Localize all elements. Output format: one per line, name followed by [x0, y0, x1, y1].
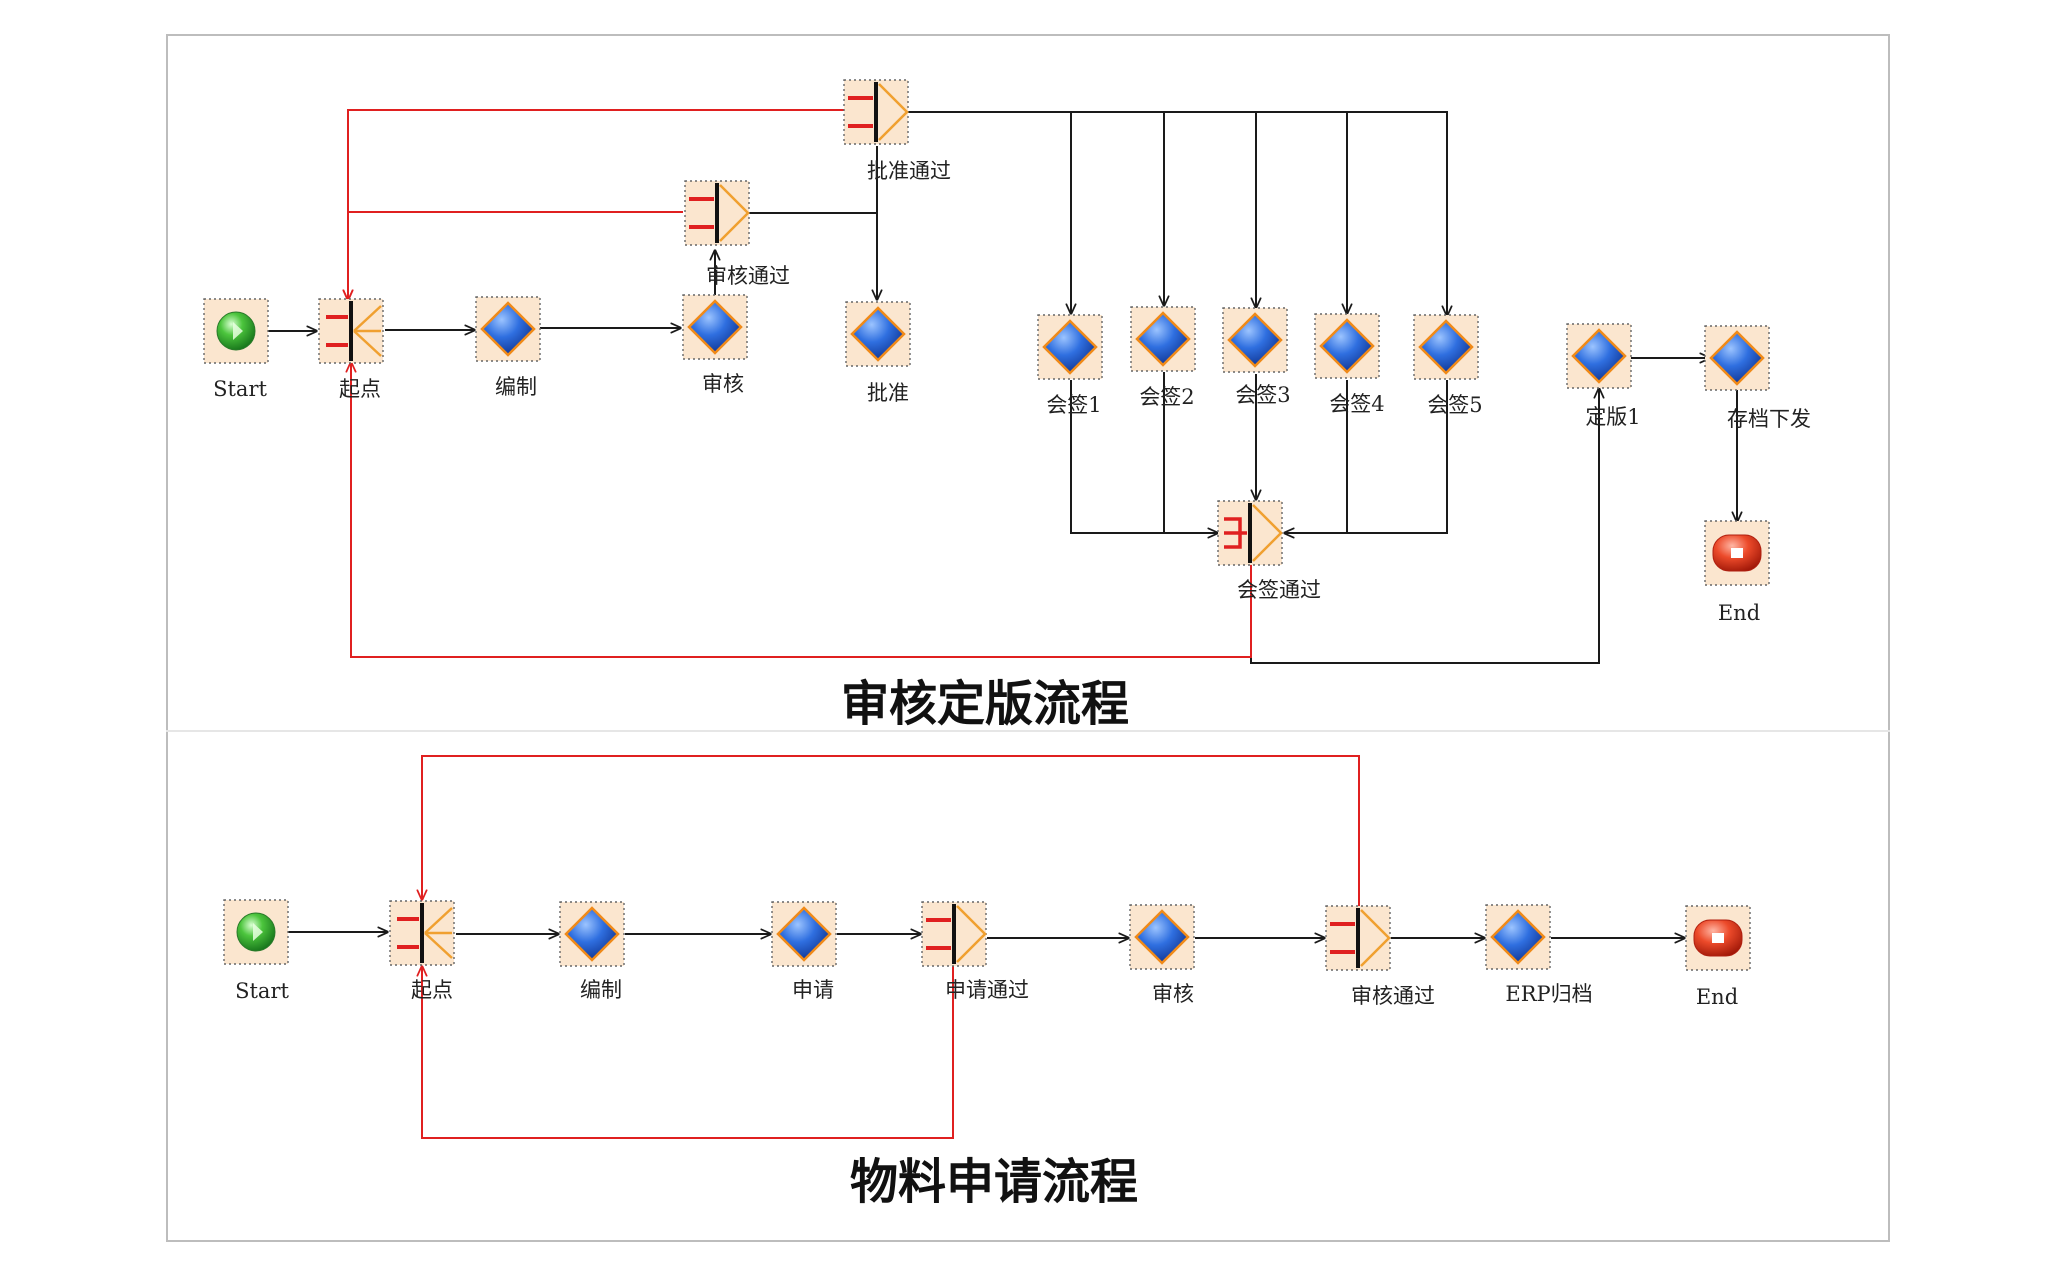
task-node-shenhe-2[interactable]: 审核 — [1129, 904, 1195, 1006]
task-node-cdxf[interactable]: 存档下发 — [1704, 325, 1811, 431]
start-node[interactable]: Start — [203, 298, 269, 401]
diagram-title-review-finalize: 审核定版流程 — [841, 676, 1129, 732]
task-node-hq2[interactable]: 会签2 — [1130, 306, 1196, 409]
end2-label: End — [1696, 985, 1738, 1009]
frame-right-border — [1888, 34, 1890, 1242]
shenqing2-label: 申请 — [792, 978, 834, 1002]
diagram-material-request: Start 起点 编制 申请 — [223, 755, 1751, 1210]
sqtg2-label: 申请通过 — [945, 978, 1029, 1002]
start-label: Start — [213, 377, 267, 401]
return-hqtg-origin — [351, 362, 1252, 658]
task-node-shenhe[interactable]: 审核 — [682, 294, 748, 396]
edge-hq5-hqtg — [1286, 380, 1448, 534]
task-node-bianzhi[interactable]: 编制 — [475, 296, 541, 399]
end-node-2[interactable]: End — [1685, 905, 1751, 1009]
diagram-title-material-request: 物料申请流程 — [850, 1154, 1138, 1210]
pztg-label: 批准通过 — [867, 159, 951, 183]
origin2-label: 起点 — [411, 978, 453, 1002]
return-connectors-1 — [348, 109, 1252, 658]
pizhun-label: 批准 — [867, 381, 909, 405]
diagram-review-finalize: Start 起点 编制 审核 — [203, 79, 1811, 732]
return-connectors-2 — [422, 755, 1360, 1139]
task-node-dingban[interactable]: 定版1 — [1566, 323, 1641, 429]
flow-connectors-1 — [266, 111, 1737, 664]
task-node-hq3[interactable]: 会签3 — [1222, 307, 1291, 407]
split-node-sqtg-2[interactable]: 申请通过 — [921, 901, 1029, 1002]
split-node-pztg[interactable]: 批准通过 — [843, 79, 951, 183]
frame-left-border — [166, 34, 168, 1242]
task-node-hq4[interactable]: 会签4 — [1314, 313, 1385, 416]
erp2-label: ERP归档 — [1505, 982, 1592, 1006]
return2-shtg-origin — [422, 755, 1360, 910]
merge-node-hqtg[interactable]: 会签通过 — [1217, 500, 1321, 602]
section-divider — [166, 730, 1890, 732]
frame-bottom-border — [166, 1240, 1890, 1242]
shenhe-label: 审核 — [702, 372, 744, 396]
task-node-erp-2[interactable]: ERP归档 — [1485, 904, 1593, 1006]
task-node-hq5[interactable]: 会签5 — [1413, 314, 1483, 417]
dingban-label: 定版1 — [1585, 405, 1640, 429]
origin-join-node[interactable]: 起点 — [318, 298, 384, 401]
return-shtg-origin — [348, 211, 683, 300]
task-node-shenqing-2[interactable]: 申请 — [771, 901, 837, 1002]
edge-pztg-bus — [906, 111, 1448, 314]
start-node-2[interactable]: Start — [223, 899, 289, 1003]
end-label: End — [1718, 601, 1760, 625]
frame-top-border — [166, 34, 1890, 36]
cdxf-label: 存档下发 — [1727, 407, 1811, 431]
hq5-label: 会签5 — [1427, 393, 1482, 417]
task-node-bianzhi-2[interactable]: 编制 — [559, 901, 625, 1002]
origin-join-node-2[interactable]: 起点 — [389, 900, 455, 1002]
task-node-hq1[interactable]: 会签1 — [1037, 314, 1103, 417]
shtg2-label: 审核通过 — [1351, 984, 1435, 1008]
edge-hq2-hqtg — [1163, 372, 1220, 534]
end-node[interactable]: End — [1704, 520, 1770, 625]
hq1-label: 会签1 — [1046, 393, 1101, 417]
hq3-label: 会签3 — [1235, 383, 1290, 407]
hqtg-label: 会签通过 — [1237, 578, 1321, 602]
edge-hqtg-dingban — [1250, 388, 1599, 664]
origin-label: 起点 — [339, 377, 381, 401]
shenhe2-label: 审核 — [1152, 982, 1194, 1006]
start2-label: Start — [235, 979, 289, 1003]
shtg-label: 审核通过 — [706, 264, 790, 288]
flow-connectors-2 — [286, 932, 1685, 938]
task-node-pizhun[interactable]: 批准 — [845, 301, 911, 405]
bianzhi2-label: 编制 — [580, 978, 622, 1002]
split-node-shtg-2[interactable]: 审核通过 — [1325, 905, 1435, 1008]
hq2-label: 会签2 — [1139, 385, 1194, 409]
return2-sqtg-origin — [422, 966, 954, 1139]
hq4-label: 会签4 — [1329, 392, 1384, 416]
split-node-shtg[interactable]: 审核通过 — [684, 180, 790, 288]
bianzhi-label: 编制 — [495, 375, 537, 399]
